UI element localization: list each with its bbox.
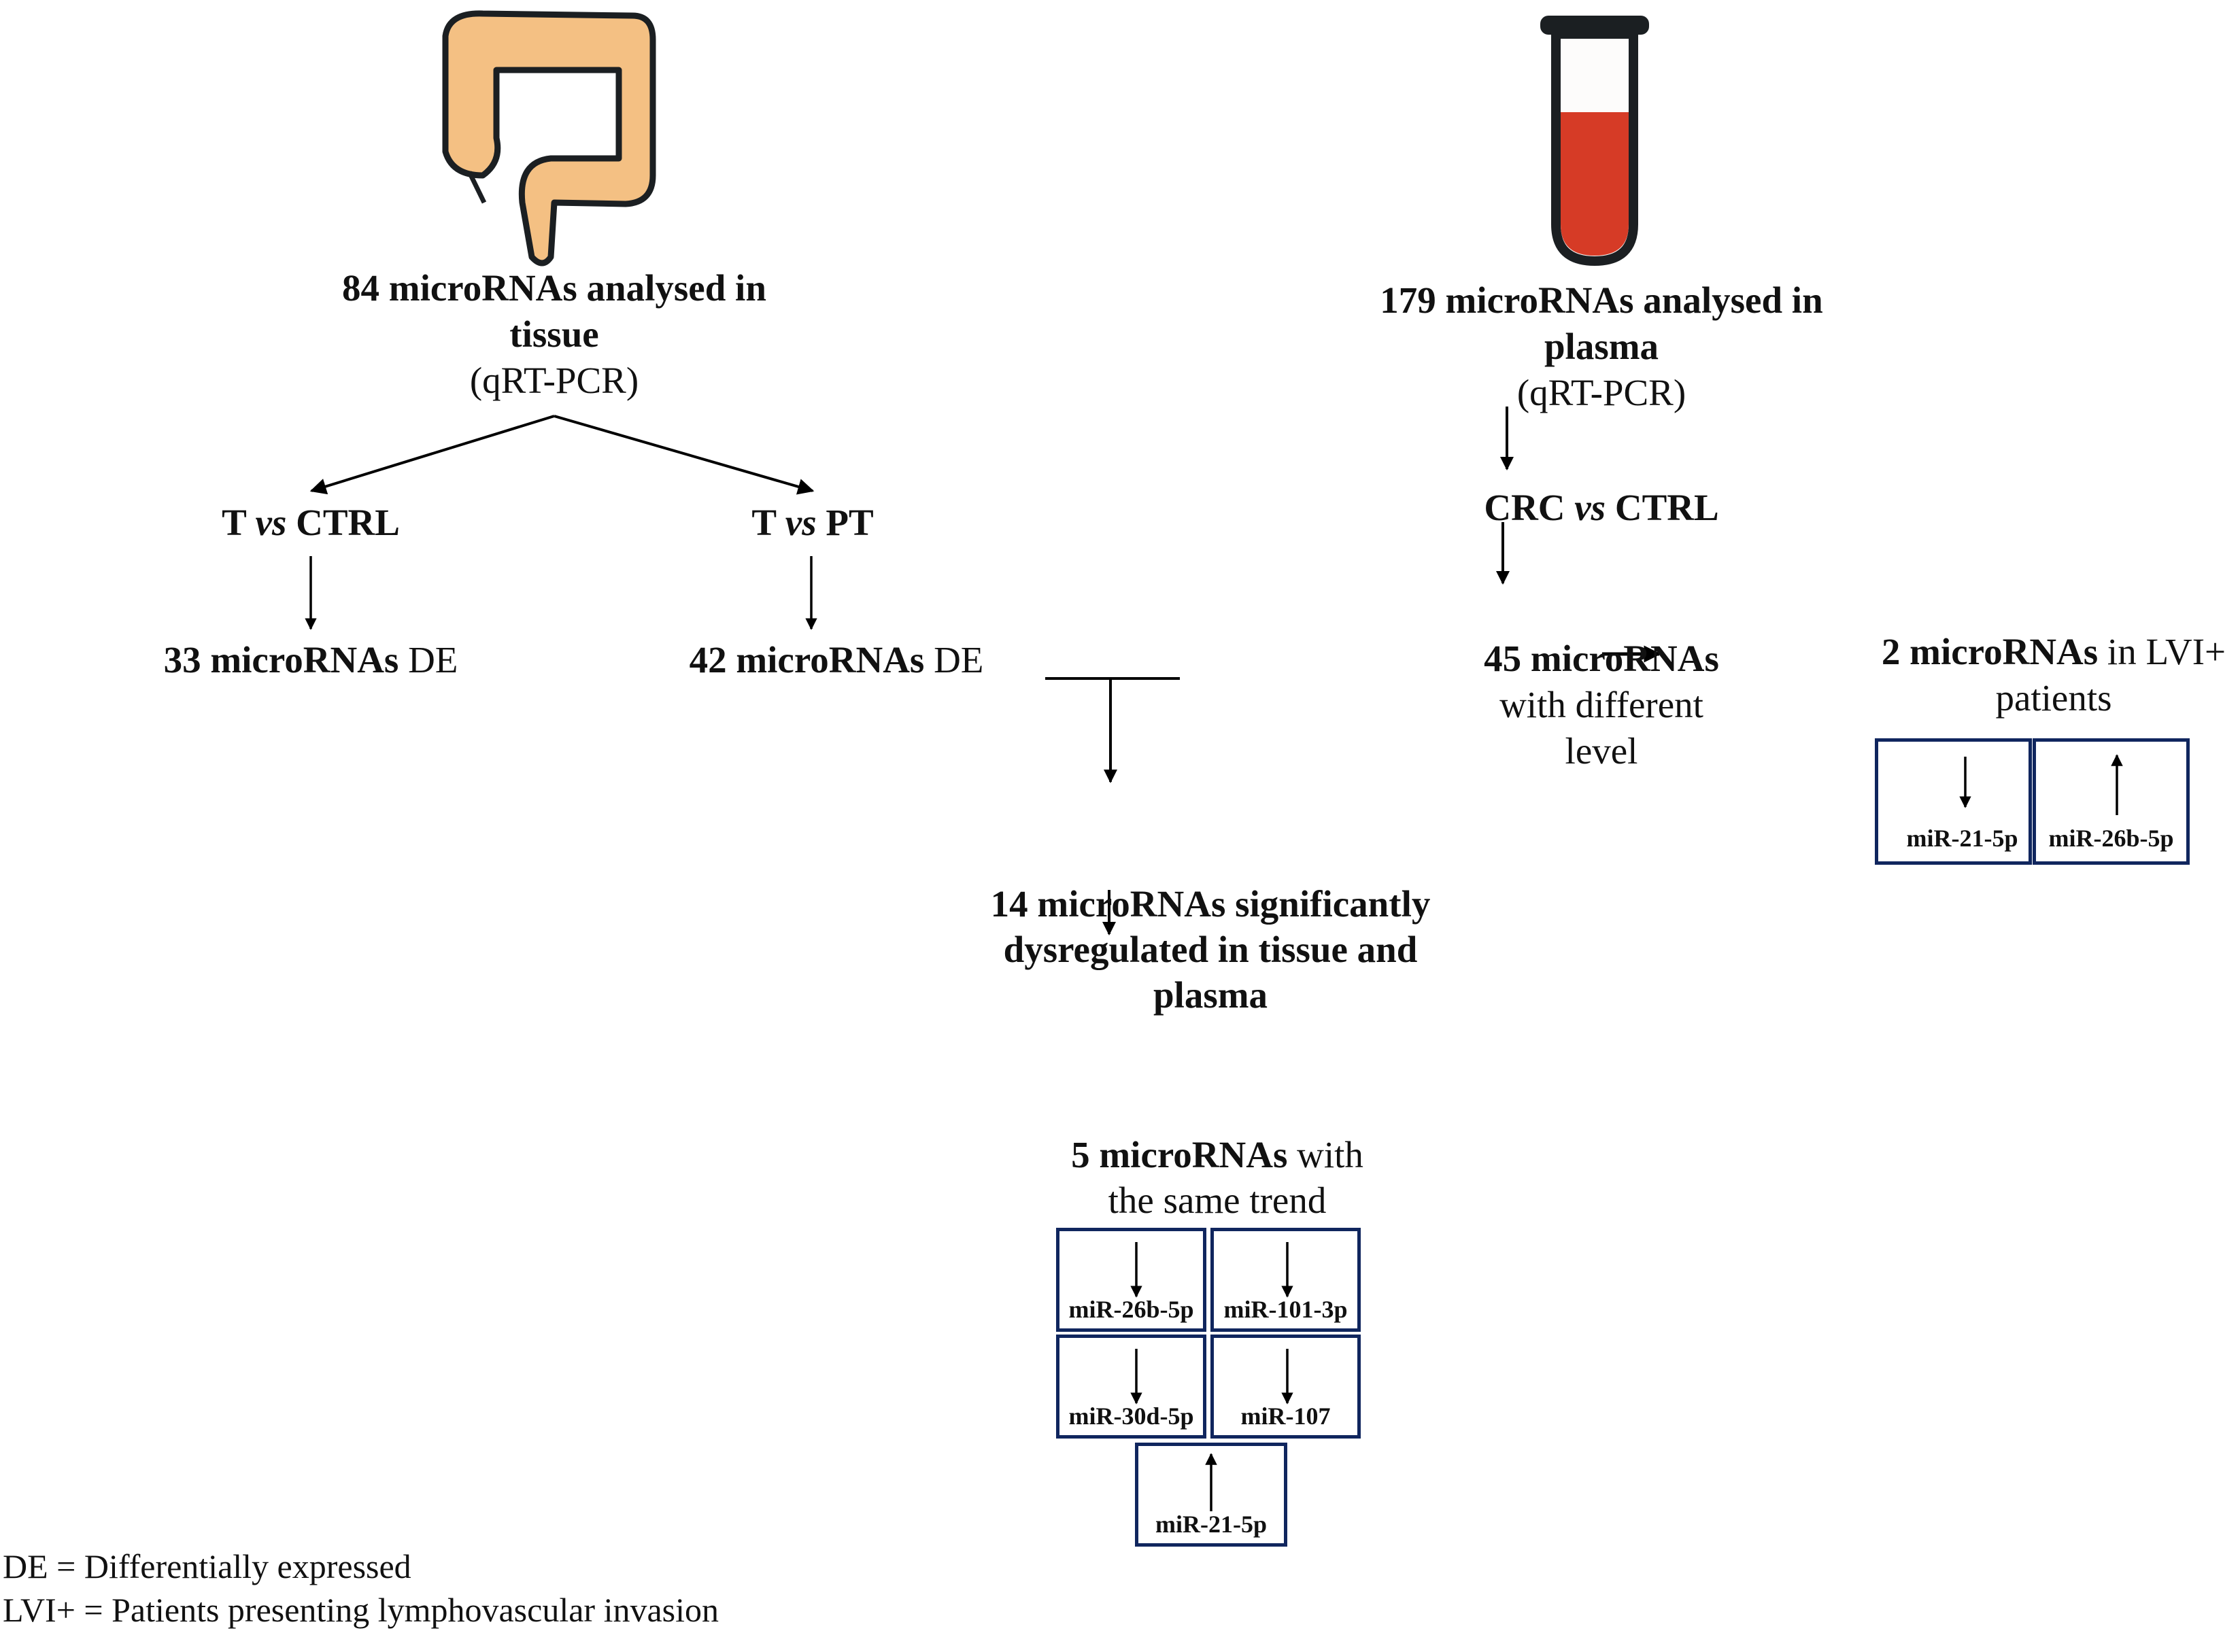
down-arrow-icon	[1281, 1349, 1293, 1405]
plasma-title-line2: plasma	[1544, 326, 1659, 367]
legend-de: DE = Differentially expressed	[3, 1547, 411, 1585]
same-trend-mirna-box: miR-21-5p	[1135, 1443, 1287, 1547]
lvi-title-line1: 2 microRNAs in LVI+	[1881, 631, 2226, 672]
plasma-title-line1: 179 microRNAs analysed in	[1380, 279, 1823, 321]
same-trend-line1: 5 microRNAs with	[1071, 1134, 1363, 1175]
down-arrow-icon	[1130, 1349, 1142, 1405]
mirna-label: miR-26b-5p	[2048, 825, 2174, 852]
same-trend-mirna-box: miR-101-3p	[1210, 1228, 1361, 1332]
same-trend-mirna-box: miR-107	[1210, 1335, 1361, 1439]
plasma-result-line1: 45 microRNAs	[1484, 638, 1719, 679]
blood-tube-icon	[1540, 16, 1649, 266]
combined-line2: dysregulated in tissue and	[1003, 929, 1418, 970]
colon-icon	[442, 10, 656, 266]
down-arrow-icon	[1281, 1242, 1293, 1298]
same-trend-mirna-box: miR-26b-5p	[1056, 1228, 1206, 1332]
crc-vs-ctrl-label: CRC vs CTRL	[1484, 487, 1719, 528]
t-vs-ctrl-label: T vs CTRL	[222, 502, 400, 543]
up-arrow-icon	[2111, 754, 2123, 815]
plasma-method: (qRT-PCR)	[1516, 372, 1686, 413]
down-arrow-icon	[1959, 757, 1971, 808]
same-trend-line2: the same trend	[1108, 1180, 1327, 1221]
lvi-mirna-box: miR-21-5p	[1875, 738, 2032, 865]
lvi-title-line2: patients	[1995, 677, 2112, 719]
t-vs-ctrl-result: 33 microRNAs DE	[163, 639, 458, 681]
tissue-title-line2: tissue	[509, 313, 599, 355]
plasma-result-line3: level	[1565, 730, 1638, 772]
same-trend-mirna-box: miR-30d-5p	[1056, 1335, 1206, 1439]
mirna-label: miR-30d-5p	[1068, 1403, 1194, 1430]
arrow-to-t-vs-ctrl	[309, 415, 555, 495]
plasma-result-line2: with different	[1499, 684, 1703, 725]
combined-line3: plasma	[1153, 974, 1268, 1016]
legend-lvi: LVI+ = Patients presenting lymphovascula…	[3, 1591, 719, 1629]
t-vs-pt-label: T vs PT	[751, 502, 874, 543]
t-vs-pt-result: 42 microRNAs DE	[689, 639, 984, 681]
up-arrow-icon	[1205, 1453, 1217, 1511]
mirna-label: miR-101-3p	[1223, 1296, 1348, 1323]
tissue-title-line1: 84 microRNAs analysed in	[342, 267, 766, 309]
down-arrow-icon	[1130, 1242, 1142, 1298]
mirna-label: miR-26b-5p	[1068, 1296, 1194, 1323]
lvi-mirna-box: miR-26b-5p	[2033, 738, 2190, 865]
mirna-label: miR-107	[1240, 1403, 1331, 1430]
arrow-to-t-vs-pt	[554, 415, 815, 495]
mirna-label: miR-21-5p	[1155, 1511, 1267, 1538]
combined-line1: 14 microRNAs significantly	[990, 883, 1431, 925]
mirna-label: miR-21-5p	[1906, 825, 2018, 852]
tissue-method: (qRT-PCR)	[469, 360, 639, 401]
